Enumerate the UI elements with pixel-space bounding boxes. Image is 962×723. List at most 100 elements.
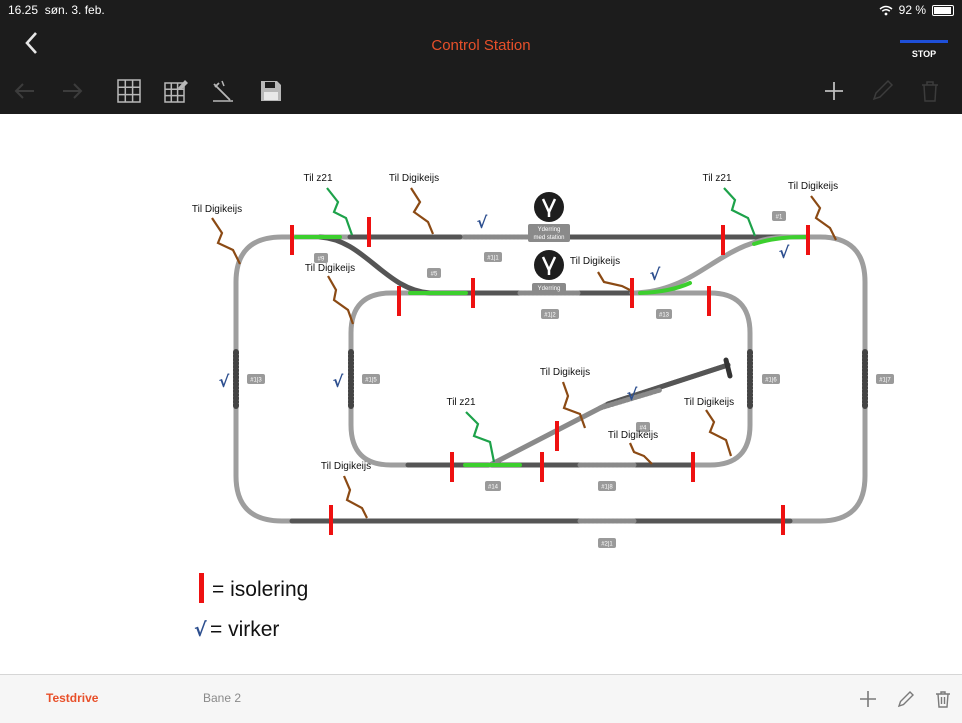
- ruler-icon: [213, 80, 233, 102]
- grid-button[interactable]: [116, 78, 142, 104]
- check-mark: √: [650, 265, 661, 284]
- svg-text:#2|1: #2|1: [601, 542, 613, 548]
- legend-works-text: = virker: [210, 618, 279, 641]
- label-til-z21: Til z21: [702, 173, 732, 184]
- signal-inner[interactable]: Yderring: [532, 250, 566, 292]
- label-til-digikeijs: Til Digikeijs: [608, 430, 658, 441]
- track-badge: #9: [314, 253, 328, 263]
- undo-button[interactable]: [12, 78, 38, 104]
- svg-text:#4: #4: [640, 426, 647, 432]
- tab-bane-2[interactable]: Bane 2: [203, 691, 242, 705]
- back-button[interactable]: [22, 30, 42, 56]
- legend-check-mark: √: [194, 619, 207, 641]
- wire-dk-7: [705, 409, 733, 457]
- track-diagram[interactable]: Yderring med station Yderring #1 #9 #5 #…: [0, 114, 962, 674]
- label-til-z21: Til z21: [303, 173, 333, 184]
- check-marks: √ √ √ √ √ √: [219, 213, 790, 404]
- save-icon: [261, 81, 281, 101]
- delete-button[interactable]: [917, 78, 943, 104]
- add-layout-button[interactable]: [858, 689, 878, 709]
- svg-text:#14: #14: [488, 485, 499, 491]
- wires: [211, 187, 837, 519]
- save-button[interactable]: [258, 78, 284, 104]
- check-mark: √: [333, 372, 344, 391]
- wire-dk-1: [410, 187, 435, 235]
- track-id-badges: #1 #9 #5 #1|1 #1|2 #13 #1|3 #1|5 #1|6 #1…: [247, 211, 894, 548]
- outer-loop-track[interactable]: [233, 234, 868, 524]
- bottom-bar: Testdrive Bane 2: [0, 674, 962, 723]
- label-til-digikeijs: Til Digikeijs: [788, 181, 838, 192]
- signal-outer-caption-2: med station: [533, 235, 564, 241]
- track-badge: #13: [656, 309, 672, 319]
- wire-labels: Til z21 Til z21 Til z21 Til Digikeijs Ti…: [192, 173, 838, 472]
- status-right: 92 %: [879, 3, 954, 17]
- page-title: Control Station: [431, 37, 531, 54]
- wifi-icon: [879, 5, 893, 15]
- svg-text:#1|6: #1|6: [765, 378, 777, 384]
- svg-text:#5: #5: [431, 272, 438, 278]
- label-til-digikeijs: Til Digikeijs: [684, 397, 734, 408]
- check-mark: √: [779, 243, 790, 262]
- wire-dk-9: [342, 475, 368, 519]
- track-badge: #1|2: [541, 309, 559, 319]
- tab-testdrive[interactable]: Testdrive: [46, 691, 99, 705]
- signal-outer[interactable]: Yderring med station: [528, 192, 570, 242]
- track-badge: #1: [772, 211, 786, 221]
- svg-text:#1: #1: [776, 215, 783, 221]
- wire-z21-2: [723, 187, 757, 237]
- pencil-icon: [897, 691, 914, 708]
- track-badge: #1|7: [876, 374, 894, 384]
- inner-loop-track[interactable]: [348, 290, 753, 468]
- active-route-segments: [294, 235, 807, 467]
- chevron-left-icon: [25, 32, 37, 54]
- measure-button[interactable]: [210, 78, 236, 104]
- svg-text:#13: #13: [659, 313, 670, 319]
- legend: = isolering √ = virker: [194, 573, 308, 641]
- track-badge: #2|1: [598, 538, 616, 548]
- svg-text:#1|2: #1|2: [544, 313, 556, 319]
- isolation-markers: [290, 217, 810, 535]
- pencil-icon: [872, 79, 894, 101]
- track-badge: #4: [636, 422, 650, 432]
- trash-icon: [922, 81, 938, 102]
- track-badge: #1|8: [598, 481, 616, 491]
- track-diagram-canvas[interactable]: Yderring med station Yderring #1 #9 #5 #…: [0, 114, 962, 674]
- battery-level: [934, 6, 951, 14]
- svg-text:#1|5: #1|5: [365, 378, 377, 384]
- svg-text:#1|8: #1|8: [601, 485, 613, 491]
- grid-edit-button[interactable]: [163, 78, 189, 104]
- wire-dk-8: [628, 442, 653, 465]
- grid-icon: [117, 79, 141, 103]
- trash-icon: [936, 691, 950, 708]
- track-badge: #1|6: [762, 374, 780, 384]
- plus-icon: [825, 82, 843, 100]
- edit-layout-button[interactable]: [896, 689, 916, 709]
- crossover-tracks[interactable]: [317, 234, 813, 468]
- top-bar: 16.25 søn. 3. feb. 92 % Control Station …: [0, 0, 962, 114]
- wire-dk-2: [211, 217, 241, 265]
- track-badge: #14: [485, 481, 501, 491]
- signal-inner-caption: Yderring: [538, 286, 561, 292]
- label-til-digikeijs: Til Digikeijs: [192, 204, 242, 215]
- label-til-digikeijs: Til Digikeijs: [305, 263, 355, 274]
- plus-icon: [860, 691, 876, 707]
- svg-text:#1|1: #1|1: [487, 256, 499, 262]
- track-badge: #1|1: [484, 252, 502, 262]
- add-button[interactable]: [821, 78, 847, 104]
- legend-isolation-text: = isolering: [212, 578, 308, 601]
- signal-outer-caption-1: Yderring: [538, 227, 561, 233]
- wire-dk-4: [327, 275, 355, 325]
- edit-button[interactable]: [869, 78, 895, 104]
- stop-button[interactable]: STOP: [898, 36, 950, 66]
- label-til-digikeijs: Til Digikeijs: [389, 173, 439, 184]
- wire-dk-5: [597, 271, 631, 291]
- svg-text:#1|7: #1|7: [879, 378, 891, 384]
- delete-layout-button[interactable]: [933, 689, 953, 709]
- check-mark: √: [219, 372, 230, 391]
- redo-button[interactable]: [59, 78, 85, 104]
- battery-percent: 92 %: [898, 3, 926, 17]
- check-mark: √: [477, 213, 488, 232]
- wire-dk-6: [561, 381, 587, 429]
- label-til-digikeijs: Til Digikeijs: [540, 367, 590, 378]
- battery-icon: [932, 4, 954, 16]
